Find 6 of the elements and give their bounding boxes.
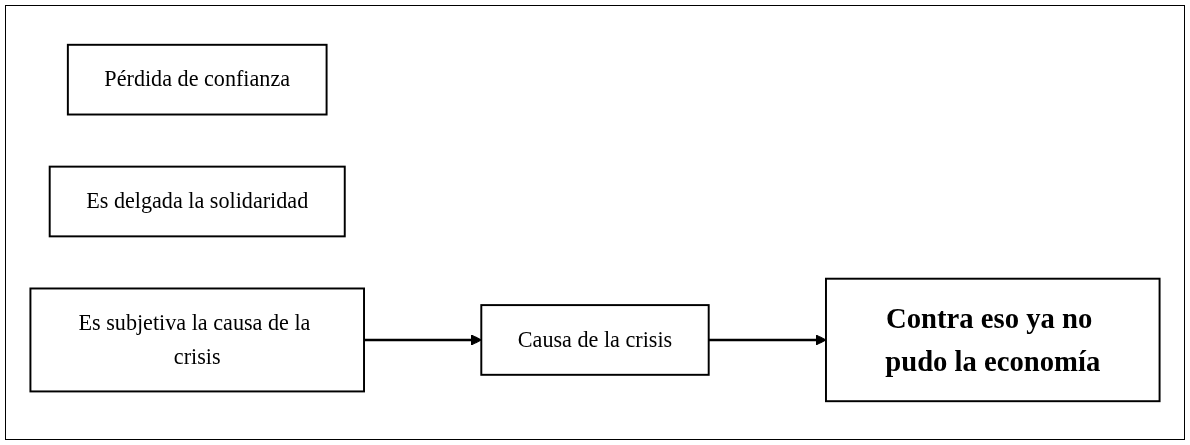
node-box: Pérdida de confianza (66, 43, 328, 115)
arrow (364, 333, 482, 346)
node-box: Causa de la crisis (480, 303, 710, 376)
node-box: Es delgada la solidaridad (48, 165, 346, 237)
node-box: Es subjetiva la causa de la crisis (29, 287, 365, 392)
node-box: Contra eso ya no pudo la economía (825, 277, 1161, 402)
